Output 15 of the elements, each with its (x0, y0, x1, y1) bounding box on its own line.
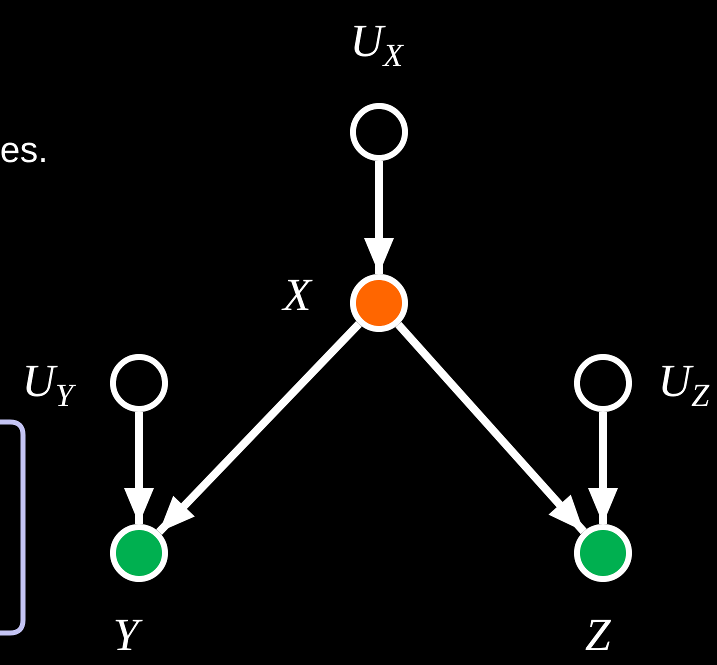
variable-circle (350, 103, 408, 161)
variable-label: U$_{X}$ (350, 18, 403, 72)
variable-circle (574, 354, 632, 412)
variable-label: X (283, 272, 312, 318)
arrow (124, 412, 154, 524)
text-fragment: es. (0, 132, 48, 168)
variable-label: Z (585, 612, 611, 658)
arrow (156, 321, 362, 535)
variable-label: U$_{Y}$ (22, 358, 74, 412)
variable-circle (110, 354, 168, 412)
arrow (395, 322, 587, 534)
variable-label: U$_{Z}$ (658, 358, 710, 412)
arrow (588, 412, 618, 524)
arrow (364, 161, 394, 274)
variable-circle (350, 274, 408, 332)
